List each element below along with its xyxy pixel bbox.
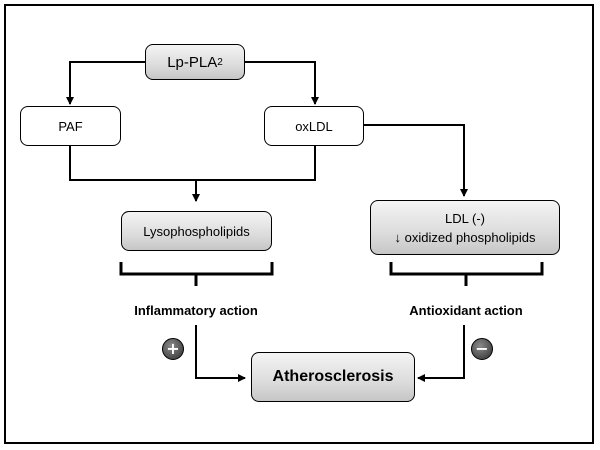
minus-icon: − bbox=[471, 338, 493, 360]
node-lysophospholipids-label: Lysophospholipids bbox=[143, 223, 250, 239]
arrow-lppla2-to-paf bbox=[66, 61, 145, 105]
node-ldl-line2: ↓ oxidized phospholipids bbox=[394, 229, 536, 245]
node-paf-label: PAF bbox=[58, 118, 83, 134]
arrow-inflammatory-to-atherosclerosis bbox=[195, 325, 246, 382]
node-atherosclerosis: Atherosclerosis bbox=[251, 352, 415, 402]
node-oxldl-label: oxLDL bbox=[295, 118, 333, 134]
arrow-lppla2-to-oxldl bbox=[245, 61, 319, 105]
bracket-left bbox=[119, 262, 274, 286]
node-oxldl: oxLDL bbox=[264, 106, 364, 146]
node-lp-pla2-label: Lp-PLA bbox=[167, 53, 218, 71]
node-ldl-minus: LDL (-) ↓ oxidized phospholipids bbox=[370, 200, 560, 255]
node-paf: PAF bbox=[20, 106, 121, 146]
node-lysophospholipids: Lysophospholipids bbox=[121, 211, 272, 251]
node-atherosclerosis-label: Atherosclerosis bbox=[272, 368, 394, 385]
arrow-antioxidant-to-atherosclerosis bbox=[417, 325, 465, 382]
arrow-oxldl-to-ldl bbox=[364, 124, 468, 197]
bracket-right bbox=[389, 262, 544, 286]
connector-paf-down bbox=[69, 146, 316, 181]
plus-icon: + bbox=[162, 338, 184, 360]
label-antioxidant-action: Antioxidant action bbox=[409, 303, 523, 318]
node-lp-pla2-subscript: 2 bbox=[217, 56, 223, 68]
node-ldl-line1: LDL (-) bbox=[445, 210, 485, 226]
outer-frame bbox=[4, 4, 594, 444]
label-inflammatory-action: Inflammatory action bbox=[134, 303, 258, 318]
